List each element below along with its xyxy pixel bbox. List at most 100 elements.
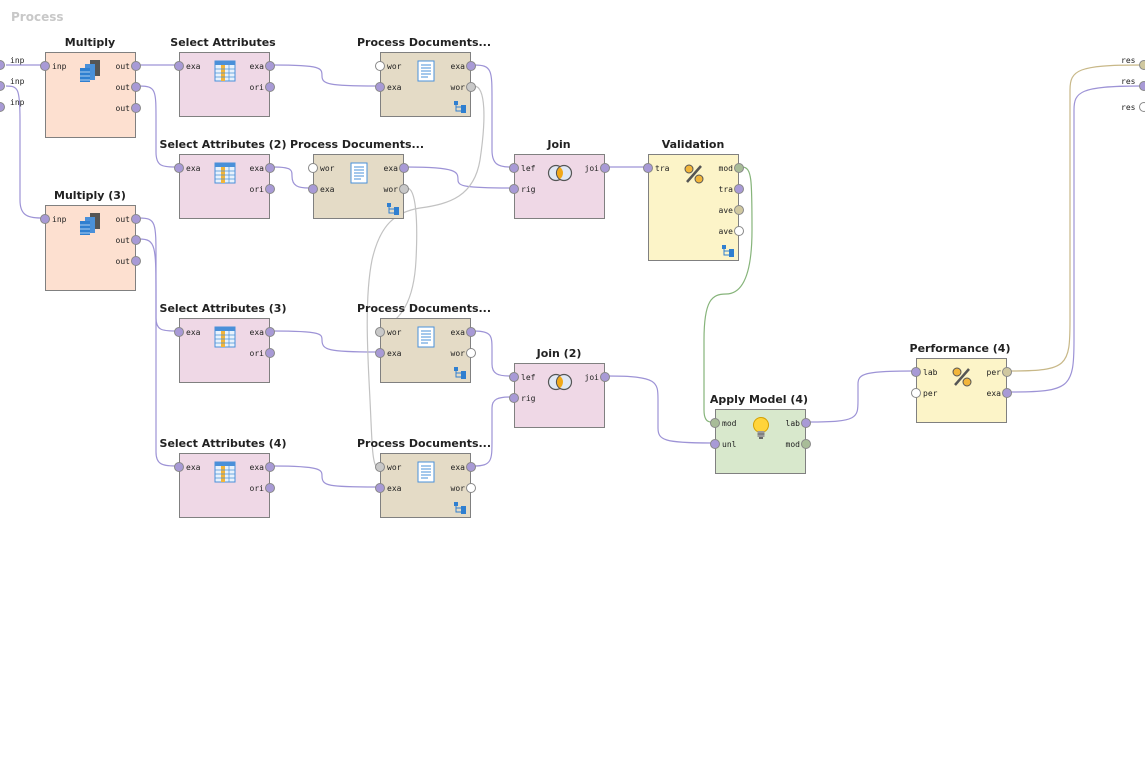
performance-input-label-per: per [923, 389, 938, 398]
select2-output-port-2[interactable] [265, 184, 275, 194]
multiply3-input-port[interactable] [40, 214, 50, 224]
select2-operator[interactable]: exa exa ori [174, 154, 275, 219]
multiply-output-label-1: out [115, 62, 130, 71]
process-result-label-2: res [1121, 77, 1136, 86]
select1-output-port-2[interactable] [265, 82, 275, 92]
select3-output-label-1: exa [249, 328, 264, 337]
select2-output-port-1[interactable] [265, 163, 275, 173]
process-documents-3-operator[interactable]: wor exa exa wor [375, 318, 476, 383]
apply-title: Apply Model (4) [709, 393, 809, 406]
select3-output-port-1[interactable] [265, 327, 275, 337]
performance-input-port-lab[interactable] [911, 367, 921, 377]
select1-operator[interactable]: exa exa ori [174, 52, 275, 117]
select1-input-port[interactable] [174, 61, 184, 71]
performance-operator[interactable]: lab per per exa [911, 358, 1012, 423]
multiply-operator[interactable]: inp out out out [40, 52, 141, 138]
join2-input-port-lef[interactable] [509, 372, 519, 382]
process-input-port-1[interactable] [0, 60, 5, 70]
process-documents-1-operator[interactable]: wor exa exa wor [375, 52, 476, 117]
pd1-input-port-wor[interactable] [375, 61, 385, 71]
process-input-port-3[interactable] [0, 102, 5, 112]
process-documents-2-operator[interactable]: wor exa exa wor [308, 154, 409, 219]
pd4-input-port-exa[interactable] [375, 483, 385, 493]
pd1-input-label-exa: exa [387, 83, 402, 92]
pd4-output-port-exa[interactable] [466, 462, 476, 472]
apply-model-operator[interactable]: mod unl lab mod [710, 409, 811, 474]
join2-output-port-joi[interactable] [600, 372, 610, 382]
multiply-input-port[interactable] [40, 61, 50, 71]
pd1-output-port-wor[interactable] [466, 82, 476, 92]
select2-output-label-2: ori [249, 185, 264, 194]
join-input-port-lef[interactable] [509, 163, 519, 173]
pd3-output-port-exa[interactable] [466, 327, 476, 337]
multiply3-output-port-2[interactable] [131, 235, 141, 245]
pd2-output-port-exa[interactable] [399, 163, 409, 173]
wire-select4-to-pd4 [272, 465, 377, 488]
select3-input-port[interactable] [174, 327, 184, 337]
pd3-input-port-exa[interactable] [375, 348, 385, 358]
performance-input-port-per[interactable] [911, 388, 921, 398]
performance-output-port-per[interactable] [1002, 367, 1012, 377]
pd3-output-label-wor: wor [450, 349, 465, 358]
process-input-port-2[interactable] [0, 81, 5, 91]
validation-output-port-ave-1[interactable] [734, 205, 744, 215]
join-output-label-joi: joi [584, 164, 599, 173]
pd3-output-label-exa: exa [450, 328, 465, 337]
pd1-output-port-exa[interactable] [466, 61, 476, 71]
select4-output-port-2[interactable] [265, 483, 275, 493]
validation-output-port-ave-2[interactable] [734, 226, 744, 236]
select2-input-port[interactable] [174, 163, 184, 173]
join-operator[interactable]: lef rig joi [509, 154, 610, 219]
multiply-output-port-2[interactable] [131, 82, 141, 92]
validation-output-port-tra[interactable] [734, 184, 744, 194]
multiply3-output-port-1[interactable] [131, 214, 141, 224]
validation-output-port-mod[interactable] [734, 163, 744, 173]
process-result-port-1[interactable] [1139, 60, 1145, 70]
pd4-input-port-wor[interactable] [375, 462, 385, 472]
select4-input-port[interactable] [174, 462, 184, 472]
performance-input-label-lab: lab [923, 368, 938, 377]
apply-output-port-lab[interactable] [801, 418, 811, 428]
pd4-input-label-wor: wor [387, 463, 402, 472]
select4-title: Select Attributes (4) [159, 437, 287, 450]
select4-output-port-1[interactable] [265, 462, 275, 472]
select1-output-port-1[interactable] [265, 61, 275, 71]
process-result-port-2[interactable] [1139, 81, 1145, 91]
select4-operator[interactable]: exa exa ori [174, 453, 275, 518]
multiply3-operator[interactable]: inp out out out [40, 205, 141, 291]
process-documents-4-operator[interactable]: wor exa exa wor [375, 453, 476, 518]
pd2-input-port-exa[interactable] [308, 184, 318, 194]
validation-operator[interactable]: tra mod tra ave ave [643, 154, 744, 261]
pd2-output-port-wor[interactable] [399, 184, 409, 194]
validation-title: Validation [661, 138, 725, 151]
apply-input-port-unl[interactable] [710, 439, 720, 449]
validation-input-port-tra[interactable] [643, 163, 653, 173]
multiply-output-port-3[interactable] [131, 103, 141, 113]
apply-input-port-mod[interactable] [710, 418, 720, 428]
select3-output-port-2[interactable] [265, 348, 275, 358]
select3-operator[interactable]: exa exa ori [174, 318, 275, 383]
select4-output-label-1: exa [249, 463, 264, 472]
multiply-output-port-1[interactable] [131, 61, 141, 71]
multiply3-output-port-3[interactable] [131, 256, 141, 266]
wire-select3-to-pd3 [272, 330, 377, 353]
apply-output-label-lab: lab [785, 419, 800, 428]
join2-input-port-rig[interactable] [509, 393, 519, 403]
select3-title: Select Attributes (3) [159, 302, 287, 315]
join-input-port-rig[interactable] [509, 184, 519, 194]
pd1-input-port-exa[interactable] [375, 82, 385, 92]
apply-output-port-mod[interactable] [801, 439, 811, 449]
pd4-output-port-wor[interactable] [466, 483, 476, 493]
join2-operator[interactable]: lef rig joi [509, 363, 610, 428]
join-input-label-rig: rig [521, 185, 536, 194]
select2-input-label: exa [186, 164, 201, 173]
pd2-input-port-wor[interactable] [308, 163, 318, 173]
performance-output-port-exa[interactable] [1002, 388, 1012, 398]
pd3-input-port-wor[interactable] [375, 327, 385, 337]
join-output-port-joi[interactable] [600, 163, 610, 173]
pd2-input-label-wor: wor [320, 164, 335, 173]
pd3-output-port-wor[interactable] [466, 348, 476, 358]
wire-apply-to-performance [808, 370, 913, 423]
process-result-port-3[interactable] [1139, 102, 1145, 112]
